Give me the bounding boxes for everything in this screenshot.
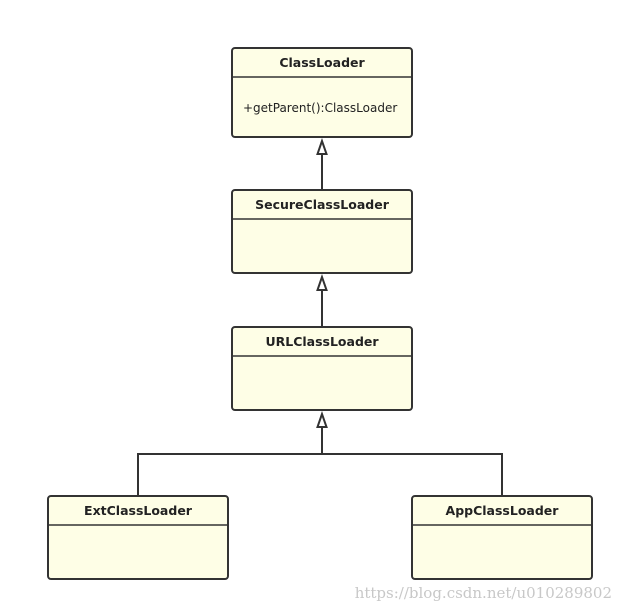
class-classloader[interactable]: ClassLoader +getParent():ClassLoader bbox=[231, 47, 413, 138]
class-box bbox=[411, 495, 593, 580]
class-box bbox=[231, 189, 413, 274]
class-name: AppClassLoader bbox=[446, 503, 560, 518]
class-appclassloader[interactable]: AppClassLoader bbox=[411, 495, 593, 580]
connector-branch-line bbox=[137, 453, 503, 496]
class-method: +getParent():ClassLoader bbox=[243, 101, 397, 115]
hollow-arrowhead bbox=[316, 137, 328, 155]
class-extclassloader[interactable]: ExtClassLoader bbox=[47, 495, 229, 580]
class-box bbox=[231, 47, 413, 138]
class-urlclassloader[interactable]: URLClassLoader bbox=[231, 326, 413, 411]
class-secureclassloader[interactable]: SecureClassLoader bbox=[231, 189, 413, 274]
generalization-urlclassloader-to-secureclassloader bbox=[316, 273, 328, 327]
hollow-arrowhead bbox=[316, 410, 328, 428]
class-name: URLClassLoader bbox=[265, 334, 379, 349]
class-box bbox=[231, 326, 413, 411]
class-box bbox=[47, 495, 229, 580]
generalization-secureclassloader-to-classloader bbox=[316, 137, 328, 190]
class-name: SecureClassLoader bbox=[255, 197, 390, 212]
class-name: ClassLoader bbox=[279, 55, 365, 70]
connectors bbox=[137, 137, 503, 496]
hollow-arrowhead bbox=[316, 273, 328, 291]
class-name: ExtClassLoader bbox=[84, 503, 193, 518]
generalization-children-to-urlclassloader bbox=[137, 410, 503, 496]
watermark-url: https://blog.csdn.net/u010289802 bbox=[355, 584, 612, 602]
